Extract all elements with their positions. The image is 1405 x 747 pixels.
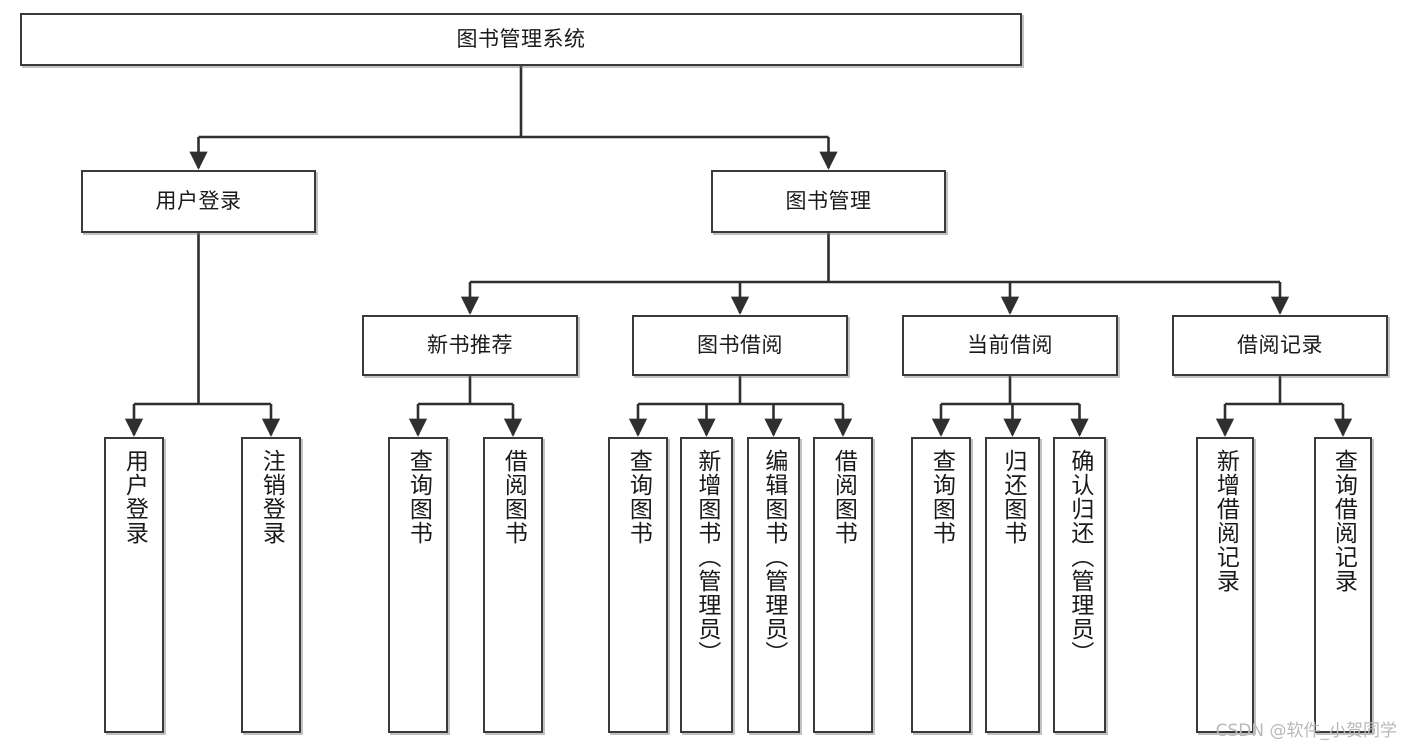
edge-bus bbox=[198, 66, 829, 139]
node-level3-borrow-record[interactable]: 借阅记录 bbox=[1172, 315, 1388, 376]
node-leaf-leaf-borrow-book-2[interactable]: 借阅图书 bbox=[813, 437, 873, 733]
node-level2-book-manage[interactable]: 图书管理 bbox=[711, 170, 946, 233]
node-label: 新增图书（管理员） bbox=[693, 449, 720, 665]
node-level2-user-login[interactable]: 用户登录 bbox=[81, 170, 316, 233]
node-label: 查询借阅记录 bbox=[1330, 449, 1357, 593]
node-label: 归还图书 bbox=[999, 449, 1026, 545]
edge-bus bbox=[134, 233, 271, 406]
node-label: 查询图书 bbox=[405, 449, 432, 545]
node-label: 用户登录 bbox=[155, 188, 242, 213]
csdn-watermark: CSDN @软件_小贺同学 bbox=[1215, 721, 1397, 741]
node-label: 借阅图书 bbox=[830, 449, 857, 545]
node-leaf-leaf-user-login[interactable]: 用户登录 bbox=[104, 437, 164, 733]
node-leaf-leaf-add-book[interactable]: 新增图书（管理员） bbox=[680, 437, 733, 733]
node-leaf-leaf-edit-book[interactable]: 编辑图书（管理员） bbox=[747, 437, 800, 733]
node-leaf-leaf-return-book[interactable]: 归还图书 bbox=[985, 437, 1040, 733]
node-leaf-leaf-add-record[interactable]: 新增借阅记录 bbox=[1196, 437, 1254, 733]
node-leaf-leaf-logout[interactable]: 注销登录 bbox=[241, 437, 301, 733]
node-leaf-leaf-confirm-return[interactable]: 确认归还（管理员） bbox=[1053, 437, 1106, 733]
node-leaf-leaf-borrow-book-1[interactable]: 借阅图书 bbox=[483, 437, 543, 733]
edge-bus bbox=[470, 233, 1280, 284]
node-level3-book-borrow[interactable]: 图书借阅 bbox=[632, 315, 848, 376]
node-leaf-leaf-query-book-2[interactable]: 查询图书 bbox=[608, 437, 668, 733]
node-label: 当前借阅 bbox=[967, 332, 1053, 357]
edge-bus bbox=[418, 376, 513, 406]
node-label: 新书推荐 bbox=[427, 332, 513, 357]
node-label: 借阅图书 bbox=[500, 449, 527, 545]
node-label: 查询图书 bbox=[928, 449, 955, 545]
node-root[interactable]: 图书管理系统 bbox=[20, 13, 1022, 66]
node-label: 图书管理 bbox=[785, 188, 872, 213]
node-leaf-leaf-query-book-1[interactable]: 查询图书 bbox=[388, 437, 448, 733]
node-label: 图书借阅 bbox=[697, 332, 783, 357]
edge-bus bbox=[941, 376, 1080, 406]
node-label: 编辑图书（管理员） bbox=[760, 449, 787, 665]
node-label: 确认归还（管理员） bbox=[1066, 449, 1093, 665]
node-label: 查询图书 bbox=[625, 449, 652, 545]
node-label: 图书管理系统 bbox=[456, 26, 586, 51]
node-label: 借阅记录 bbox=[1237, 332, 1323, 357]
node-label: 注销登录 bbox=[258, 449, 285, 545]
node-leaf-leaf-query-book-3[interactable]: 查询图书 bbox=[911, 437, 971, 733]
node-label: 用户登录 bbox=[121, 449, 148, 545]
node-level3-new-book-recommend[interactable]: 新书推荐 bbox=[362, 315, 578, 376]
node-level3-current-borrow[interactable]: 当前借阅 bbox=[902, 315, 1118, 376]
node-label: 新增借阅记录 bbox=[1212, 449, 1239, 593]
node-leaf-leaf-query-record[interactable]: 查询借阅记录 bbox=[1314, 437, 1372, 733]
edge-bus bbox=[1225, 376, 1343, 406]
edge-bus bbox=[638, 376, 843, 406]
